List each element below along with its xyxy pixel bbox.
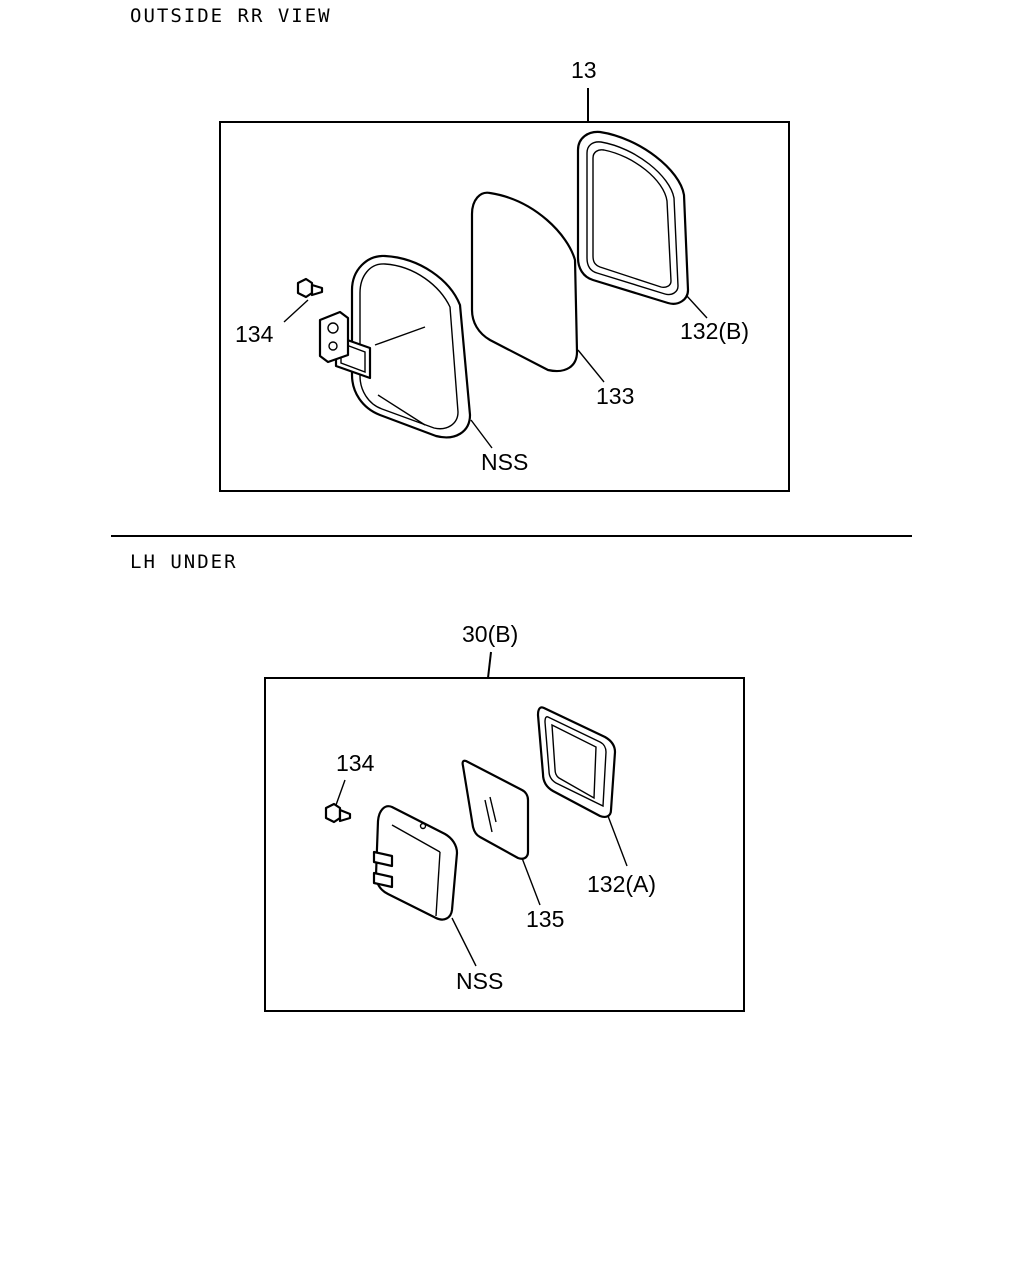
section-outside-rr-view: OUTSIDE RR VIEW 13 [130,5,790,492]
screw-part [296,277,324,299]
mirror-housing-part [318,254,472,439]
leader-mirror-glass [521,857,541,906]
callout-housing: NSS [456,968,503,994]
callout-mirror-glass: 133 [596,383,634,409]
callout-screw: 134 [235,321,274,347]
mirror-glass-part [470,191,579,373]
leader-frame [607,815,628,867]
mirror-housing-part [372,805,459,921]
assembly-box [219,121,790,492]
leader-screw [283,299,309,323]
leader-screw [335,779,346,806]
callout-housing: NSS [481,449,528,475]
leader-mirror-glass [577,349,605,383]
mirror-frame-part [576,130,690,305]
mirror-glass-part [461,759,530,860]
leader-frame [685,294,708,319]
assembly-label: 13 [571,57,597,83]
section-heading: LH UNDER [130,551,238,573]
leader-housing [470,419,493,449]
screw-part [324,802,352,824]
assembly-leader-line [487,651,492,679]
callout-screw: 134 [336,750,375,776]
mirror-frame-part [536,706,617,818]
callout-mirror-glass: 135 [526,906,564,932]
assembly-label: 30(B) [462,621,518,647]
callout-frame: 132(B) [680,318,749,344]
section-lh-under: LH UNDER 30(B) [130,551,745,1012]
callout-frame: 132(A) [587,871,656,897]
section-heading: OUTSIDE RR VIEW [130,5,332,27]
assembly-box [264,677,745,1012]
leader-housing [451,917,477,967]
